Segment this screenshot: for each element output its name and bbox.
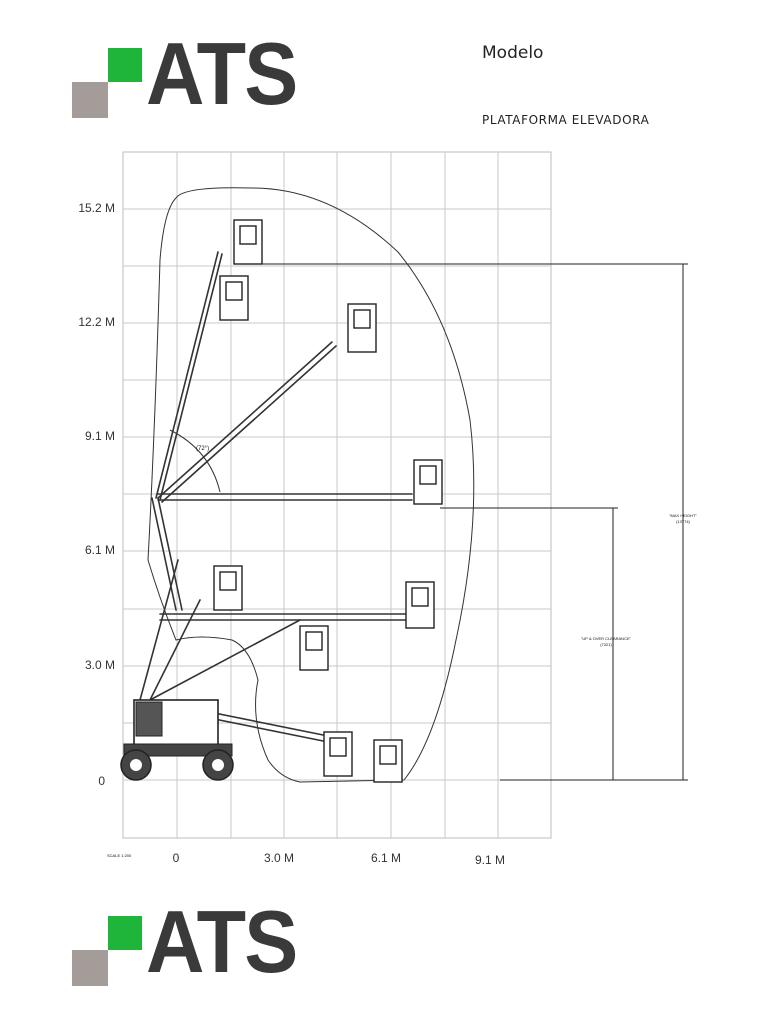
dimension-lines (262, 263, 688, 781)
boom-angle-arc (169, 429, 221, 493)
ats-logo-bottom: ATS (72, 898, 298, 988)
x-label-0: 0 (173, 851, 180, 865)
clearance-value: (7321) (600, 642, 612, 647)
machine-chassis (123, 699, 233, 757)
y-label-0: 0 (98, 774, 105, 788)
scale-label: SCALE 1:200 (107, 853, 132, 858)
boom-angle-label: (72°) (196, 446, 209, 452)
logo-gray-square (72, 950, 108, 986)
y-label-9-1: 9.1 M (85, 429, 115, 443)
logo-green-square (108, 916, 142, 950)
platforms (213, 219, 443, 783)
working-envelope (147, 187, 475, 783)
grid (122, 151, 552, 839)
x-label-6-1: 6.1 M (371, 851, 401, 865)
max-height-label: "MAX HEIGHT" (669, 513, 697, 518)
x-label-3-0: 3.0 M (264, 851, 294, 865)
model-label: Modelo (482, 43, 544, 63)
logo-wordmark: ATS (146, 24, 298, 123)
y-label-6-1: 6.1 M (85, 543, 115, 557)
logo-wordmark: ATS (146, 892, 298, 991)
logo-gray-square (72, 82, 108, 118)
wheels (120, 749, 234, 781)
y-label-15-2: 15.2 M (78, 201, 115, 215)
y-label-3-0: 3.0 M (85, 658, 115, 672)
ats-logo-top: ATS (72, 30, 298, 120)
x-label-9-1: 9.1 M (475, 853, 505, 867)
max-height-value: (13774) (676, 519, 690, 524)
boom-positions (139, 251, 413, 745)
clearance-label: "UP & OVER CLEARANCE" (581, 636, 632, 641)
product-subtitle: PLATAFORMA ELEVADORA (482, 113, 650, 127)
logo-green-square (108, 48, 142, 82)
y-label-12-2: 12.2 M (78, 315, 115, 329)
